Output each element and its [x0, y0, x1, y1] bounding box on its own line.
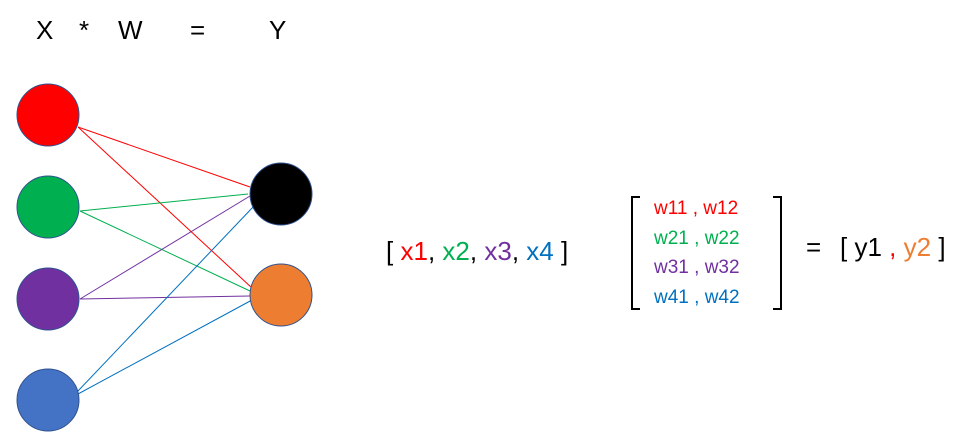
edge-x3-y1 [79, 195, 251, 300]
matrix-separator: , [688, 228, 705, 249]
x-vector-item-x1: x1 [400, 236, 428, 266]
header-equals-sign: = [190, 15, 206, 45]
matrix-row-3: w31 , w32 [654, 257, 740, 279]
x-vector-item-x4: x4 [526, 236, 554, 266]
matrix-separator: , [688, 287, 705, 308]
matrix-row-1: w11 , w12 [654, 198, 738, 220]
y-vector: [ y1 , y2 ] [840, 231, 946, 263]
edge-x4-y1 [77, 205, 255, 392]
matrix-cell: w22 [704, 228, 740, 249]
matrix-separator: , [688, 257, 705, 278]
matrix-row-2: w21 , w22 [654, 228, 740, 250]
header-w-label: W [118, 15, 143, 45]
input-node-x3 [16, 267, 80, 331]
output-node-y2 [249, 263, 313, 327]
header-multiply-sign: * [79, 15, 90, 45]
input-node-x4 [16, 368, 80, 432]
y-vector-separator: , [881, 232, 904, 262]
y-vector-item-y2: y2 [903, 232, 932, 262]
edge-x3-y2 [79, 295, 251, 300]
matrix-left-bracket [631, 196, 640, 310]
input-node-x2 [16, 175, 80, 239]
x-vector-separator: , [427, 236, 436, 266]
matrix-cell: w32 [704, 257, 740, 278]
matrix-cell: w12 [703, 198, 739, 219]
matrix-cell: w21 [654, 228, 689, 249]
y-vector-item-y1: y1 [854, 232, 882, 262]
x-vector-open-bracket: [ [386, 236, 394, 266]
y-vector-open-bracket: [ [840, 232, 848, 262]
header-y-label: Y [269, 15, 287, 45]
output-node-y1 [249, 162, 313, 226]
edge-x4-y2 [77, 299, 253, 395]
header-x-label: X [36, 15, 54, 45]
input-node-x1 [16, 83, 80, 147]
edge-x1-y1 [77, 126, 251, 188]
matrix-row-4: w41 , w42 [654, 287, 740, 309]
x-vector-item-x3: x3 [484, 236, 512, 266]
matrix-cell: w41 [654, 287, 689, 308]
x-vector-separator: , [469, 236, 478, 266]
x-vector-close-bracket: ] [560, 236, 569, 266]
matrix-right-bracket [773, 196, 782, 310]
x-vector: [ x1, x2, x3, x4 ] [386, 235, 568, 267]
matrix-separator: , [687, 198, 704, 219]
edge-x2-y1 [79, 193, 249, 212]
edge-x2-y2 [79, 210, 251, 292]
edge-x1-y2 [77, 126, 253, 289]
matrix-cell: w31 [654, 257, 689, 278]
x-vector-separator: , [511, 236, 520, 266]
x-vector-item-x2: x2 [442, 236, 470, 266]
matrix-cell: w11 [654, 198, 688, 219]
matrix-cell: w42 [704, 287, 740, 308]
equals-sign: = [806, 232, 822, 262]
y-vector-close-bracket: ] [938, 232, 946, 262]
